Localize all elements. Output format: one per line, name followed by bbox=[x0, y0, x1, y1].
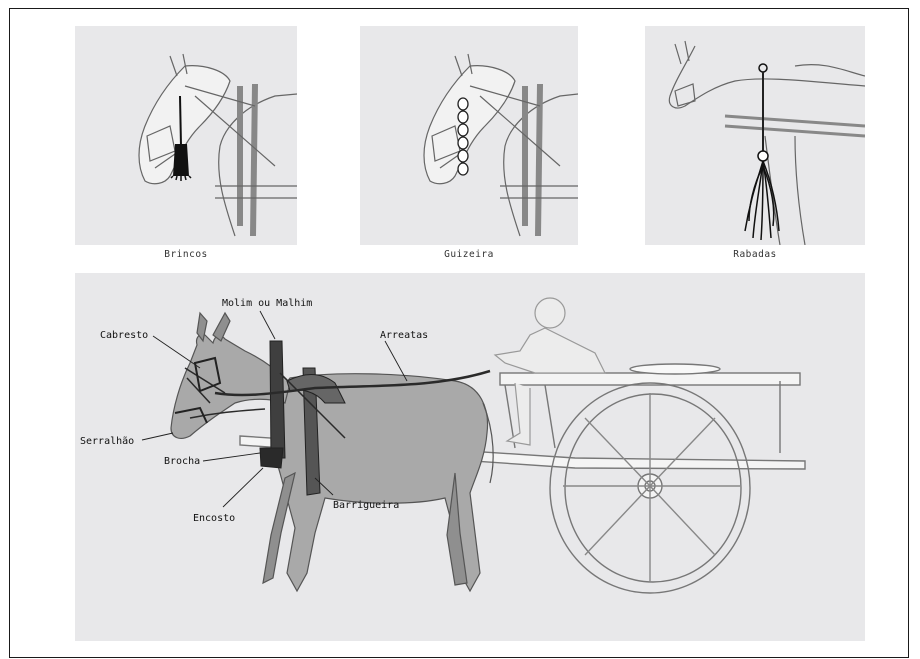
panel-guizeira bbox=[360, 26, 578, 245]
label-cabresto: Cabresto bbox=[100, 330, 148, 341]
caption-rabadas: Rabadas bbox=[645, 249, 865, 260]
mule-head-bells-icon bbox=[360, 26, 578, 245]
label-arreatas: Arreatas bbox=[380, 330, 428, 341]
label-brocha: Brocha bbox=[164, 456, 200, 467]
mule-head-horsehair-icon bbox=[645, 26, 865, 245]
mule-head-tassel-icon bbox=[75, 26, 297, 245]
label-encosto: Encosto bbox=[193, 513, 235, 524]
label-barrigueira: Barrigueira bbox=[333, 500, 399, 511]
label-molim-ou-malhim: Molim ou Malhim bbox=[222, 298, 312, 309]
panel-brincos bbox=[75, 26, 297, 245]
panel-rabadas bbox=[645, 26, 865, 245]
label-serralhao: Serralhão bbox=[80, 436, 134, 447]
caption-guizeira: Guizeira bbox=[360, 249, 578, 260]
caption-brincos: Brincos bbox=[75, 249, 297, 260]
